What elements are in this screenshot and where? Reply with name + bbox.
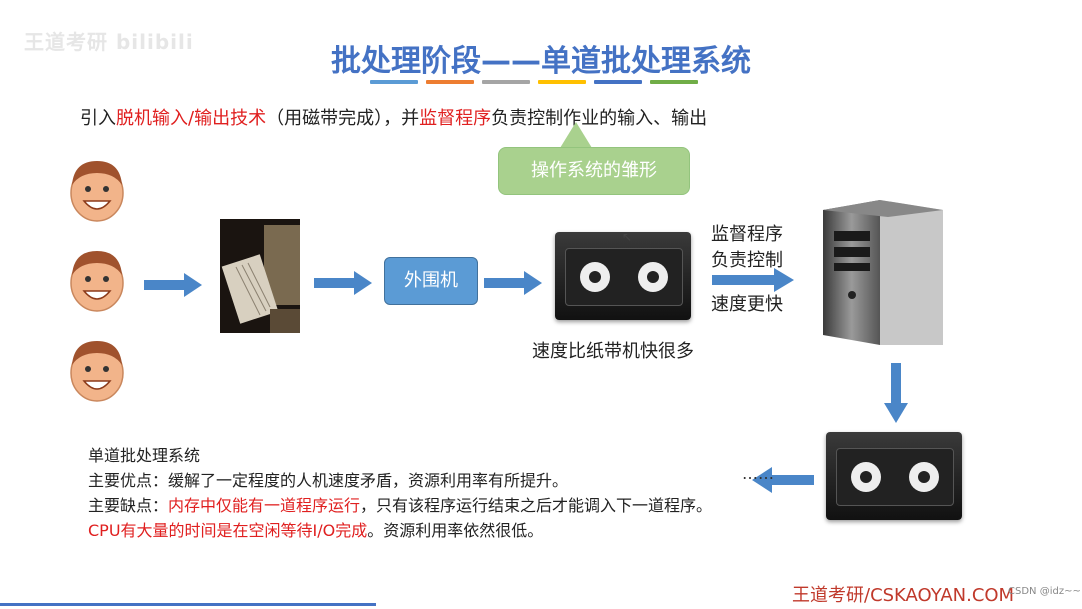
slide-title: 批处理阶段——单道批处理系统 [331, 44, 751, 79]
intro-highlight: 监督程序 [419, 108, 492, 129]
advantage-text: 缓解了一定程度的人机速度矛盾，资源利用率有所提升。 [168, 471, 569, 490]
callout-tail [560, 122, 592, 148]
server-label-line: 监督程序 [711, 224, 783, 245]
intro-part: （用磁带完成），并 [266, 108, 420, 129]
disadvantage-prefix: 主要缺点： [88, 496, 169, 515]
ellipsis-text: …… [742, 464, 774, 483]
summary-heading: 单道批处理系统 [88, 446, 201, 465]
callout-bubble: 操作系统的雏形 [498, 147, 690, 195]
arrow-right-icon [712, 268, 794, 292]
intro-part: 引入 [80, 108, 116, 129]
intro-text: 引入脱机输入/输出技术（用磁带完成），并监督程序负责控制作业的输入、输出 [80, 104, 707, 130]
mouse-cursor-icon: ↖ [622, 230, 633, 244]
face-icon [70, 341, 124, 402]
disadvantage-text: 。资源利用率依然很低。 [367, 521, 544, 540]
face-icon [70, 251, 124, 312]
summary-block: 单道批处理系统 主要优点：缓解了一定程度的人机速度矛盾，资源利用率有所提升。 主… [88, 443, 718, 543]
title-bar [594, 80, 642, 84]
title-underline-bars [370, 80, 698, 84]
title-bar [650, 80, 698, 84]
arrow-right-icon [314, 271, 372, 295]
title-bar [482, 80, 530, 84]
tape-caption: 速度比纸带机快很多 [532, 341, 694, 362]
face-icon [70, 161, 124, 222]
footer-brand: 王道考研/CSKAOYAN.COM [792, 585, 1015, 606]
disadvantage-highlight: CPU有大量的时间是在空闲等待I/O完成 [88, 521, 368, 540]
server-label-line: 负责控制 [711, 250, 783, 271]
tape-drive-icon [555, 232, 691, 320]
summary-advantage: 主要优点：缓解了一定程度的人机速度矛盾，资源利用率有所提升。 [88, 468, 718, 493]
tape-drive-icon [826, 432, 962, 520]
arrow-down-icon [884, 363, 908, 423]
title-bar [426, 80, 474, 84]
advantage-prefix: 主要优点： [88, 471, 169, 490]
server-label: 监督程序 负责控制 速度更快 [711, 222, 783, 318]
intro-highlight: 脱机输入/输出技术 [116, 108, 267, 129]
title-bar [538, 80, 586, 84]
server-label-line: 速度更快 [711, 294, 783, 315]
disadvantage-highlight: 内存中仅能有一道程序运行 [168, 496, 361, 515]
punch-card-machine-image [220, 219, 300, 333]
arrow-right-icon [484, 271, 542, 295]
watermark: 王道考研 bilibili [24, 30, 194, 54]
arrow-left-icon [752, 467, 814, 493]
arrow-right-icon [144, 273, 202, 297]
summary-disadvantage: 主要缺点：内存中仅能有一道程序运行，只有该程序运行结束之后才能调入下一道程序。 C… [88, 493, 718, 543]
progress-bar [0, 603, 376, 606]
server-tower-icon [823, 200, 943, 345]
title-bar [370, 80, 418, 84]
disadvantage-text: ，只有该程序运行结束之后才能调入下一道程序。 [360, 496, 713, 515]
intro-part: 负责控制作业的输入、输出 [491, 108, 708, 129]
footer-credit: CSDN @idz~~ [1008, 586, 1081, 597]
peripheral-machine-box: 外围机 [384, 257, 478, 305]
